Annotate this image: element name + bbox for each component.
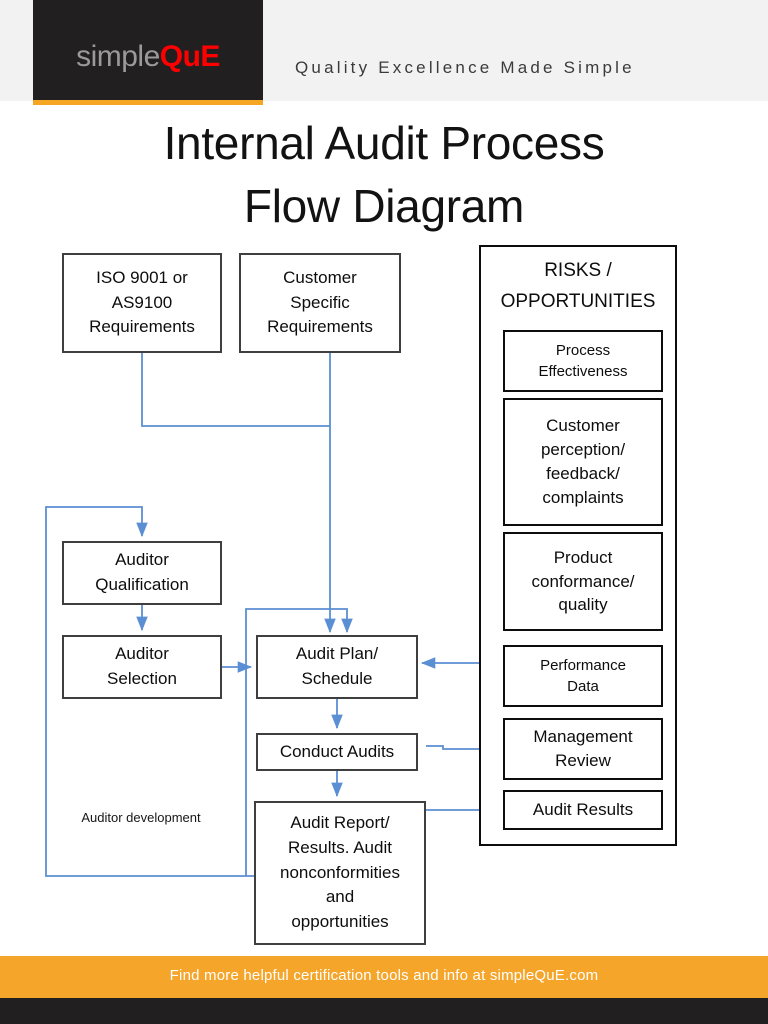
logo-wordmark: simpleQuE	[33, 42, 263, 72]
risk-item-label: Audit Results	[532, 800, 634, 820]
simpleque-logo: simpleQuE	[33, 0, 263, 105]
page-title: Internal Audit Process Flow Diagram	[0, 112, 768, 238]
node-conduct-audits: Conduct Audits	[256, 733, 418, 771]
risk-item-audit-results: Audit Results	[503, 790, 663, 830]
connector-report-to-plan	[245, 608, 353, 876]
node-audit-plan-schedule: Audit Plan/Schedule	[256, 635, 418, 699]
logo-text-que: QuE	[159, 40, 221, 73]
header-tagline: Quality Excellence Made Simple	[295, 58, 635, 77]
footer-banner: Find more helpful certification tools an…	[0, 956, 768, 998]
risks-heading-line1: RISKS /	[544, 260, 612, 281]
logo-text-simple: simple	[76, 40, 160, 73]
risks-panel-heading: RISKS / OPPORTUNITIES	[481, 256, 675, 318]
node-conduct-audits-label: Conduct Audits	[279, 741, 395, 761]
node-audit-plan-label: Audit Plan/Schedule	[295, 644, 379, 688]
auditor-development-caption: Auditor development	[81, 810, 201, 825]
connector-conduct-to-management-review	[426, 743, 500, 755]
footer-bottom-bar	[0, 998, 768, 1024]
connector-auditor-development-loop	[45, 506, 254, 877]
footer-banner-text: Find more helpful certification tools an…	[169, 967, 599, 984]
page-title-line1: Internal Audit Process	[163, 117, 605, 169]
risks-heading-line2: OPPORTUNITIES	[500, 290, 656, 312]
site-header: simpleQuE Quality Excellence Made Simple	[0, 0, 768, 105]
page-title-line2: Flow Diagram	[243, 180, 525, 233]
connector-iso-to-plan	[141, 353, 330, 427]
